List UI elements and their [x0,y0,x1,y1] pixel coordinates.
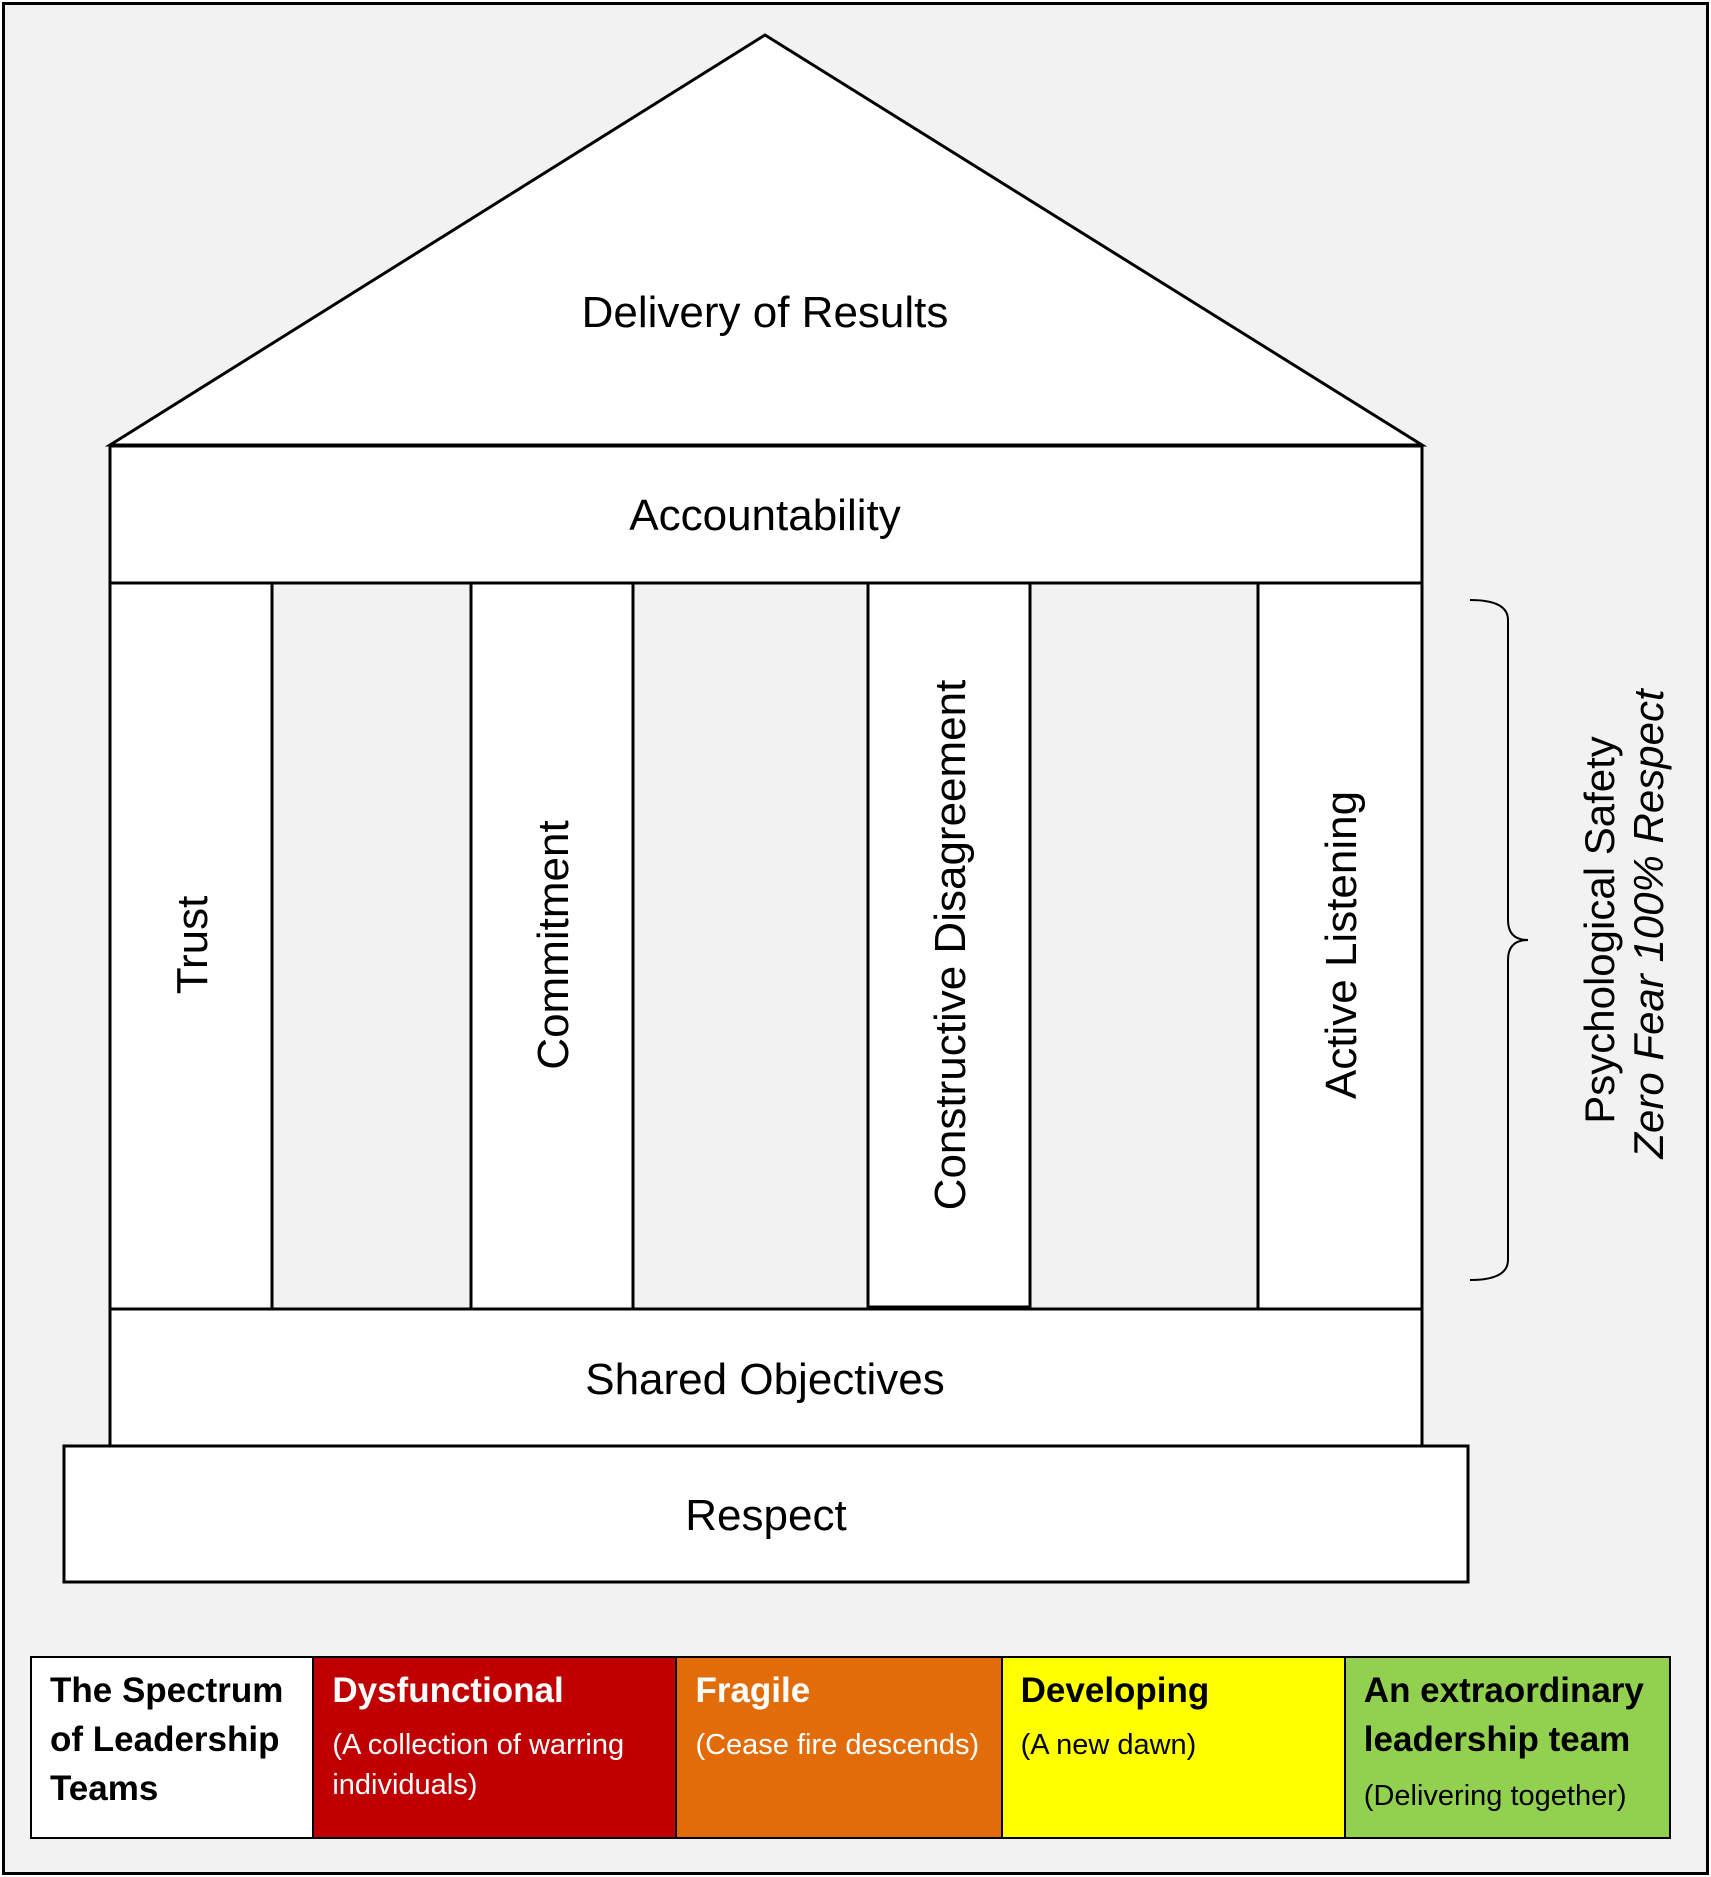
pillar-active-listening [1256,581,1424,1311]
legend-heading-cell: The Spectrum of Leadership Teams [32,1658,315,1837]
legend-stage-extraordinary: An extraordinary leadership team (Delive… [1345,1658,1669,1837]
stage-description: (Cease fire descends) [695,1729,980,1761]
pillar-area [108,581,1424,1311]
roof-triangle [104,33,1428,447]
floor-label: Shared Objectives [585,1355,945,1404]
bracket-subtitle: Zero Fear 100% Respect [1625,687,1672,1160]
bracket-title: Psychological Safety [1576,736,1623,1124]
beam-block [108,444,1424,585]
roof-label: Delivery of Results [582,288,949,337]
stage-title: Dysfunctional [332,1671,564,1710]
stage-description: (A new dawn) [1020,1729,1197,1761]
pillar-label: Trust [168,896,217,995]
stage-title: Developing [1020,1671,1210,1710]
base-label: Respect [685,1491,846,1540]
beam-label: Accountability [629,491,900,540]
pillar-trust [108,581,274,1311]
pillar-constructive-disagreement [866,581,1032,1309]
base-block [62,1444,1470,1584]
legend-stage-fragile: Fragile (Cease fire descends) [677,1658,1003,1837]
pillar-label: Constructive Disagreement [926,680,975,1211]
stage-description: (A collection of warring individuals) [332,1729,625,1801]
legend-stage-dysfunctional: Dysfunctional (A collection of warring i… [314,1658,678,1837]
bracket-brace [1469,599,1529,1281]
stage-description: (Delivering together) [1363,1780,1627,1812]
pillar-label: Commitment [529,820,578,1069]
stage-title: Fragile [695,1671,811,1710]
pillar-commitment [469,581,635,1313]
stage-title: An extraordinary leadership team [1363,1671,1644,1759]
pillar-label: Active Listening [1317,791,1366,1099]
legend-stage-developing: Developing (A new dawn) [1002,1658,1346,1837]
spectrum-legend: The Spectrum of Leadership Teams Dysfunc… [30,1656,1671,1839]
legend-heading: The Spectrum of Leadership Teams [50,1671,284,1808]
